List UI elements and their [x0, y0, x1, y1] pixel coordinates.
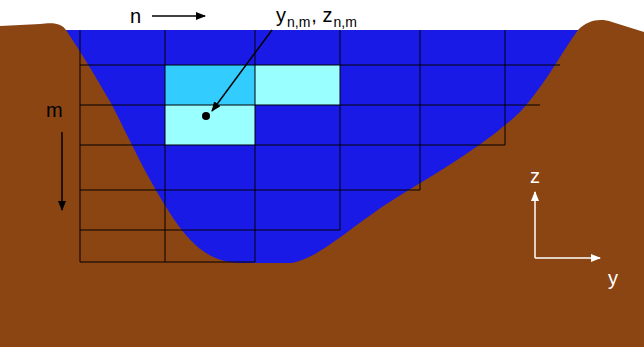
- neighbour-cell: [165, 105, 255, 145]
- axis-label: y: [608, 268, 618, 288]
- m-arrow: [61, 132, 63, 210]
- leader-line: [212, 30, 272, 111]
- neighbour-cell: [255, 65, 340, 105]
- cell-centre: [202, 112, 210, 120]
- coordinate-label: , z: [311, 5, 332, 25]
- grid: [80, 30, 560, 262]
- ground: [0, 20, 644, 347]
- subscript: n,m: [287, 15, 310, 29]
- y-axis: [535, 257, 600, 259]
- water: [66, 30, 578, 263]
- subscript: n,m: [333, 15, 356, 29]
- index-label: m: [46, 100, 63, 120]
- n-arrow: [152, 15, 205, 17]
- coordinate-label: y: [276, 5, 286, 25]
- axis-label: z: [530, 166, 540, 186]
- index-label: n: [130, 6, 141, 26]
- z-axis: [534, 192, 536, 258]
